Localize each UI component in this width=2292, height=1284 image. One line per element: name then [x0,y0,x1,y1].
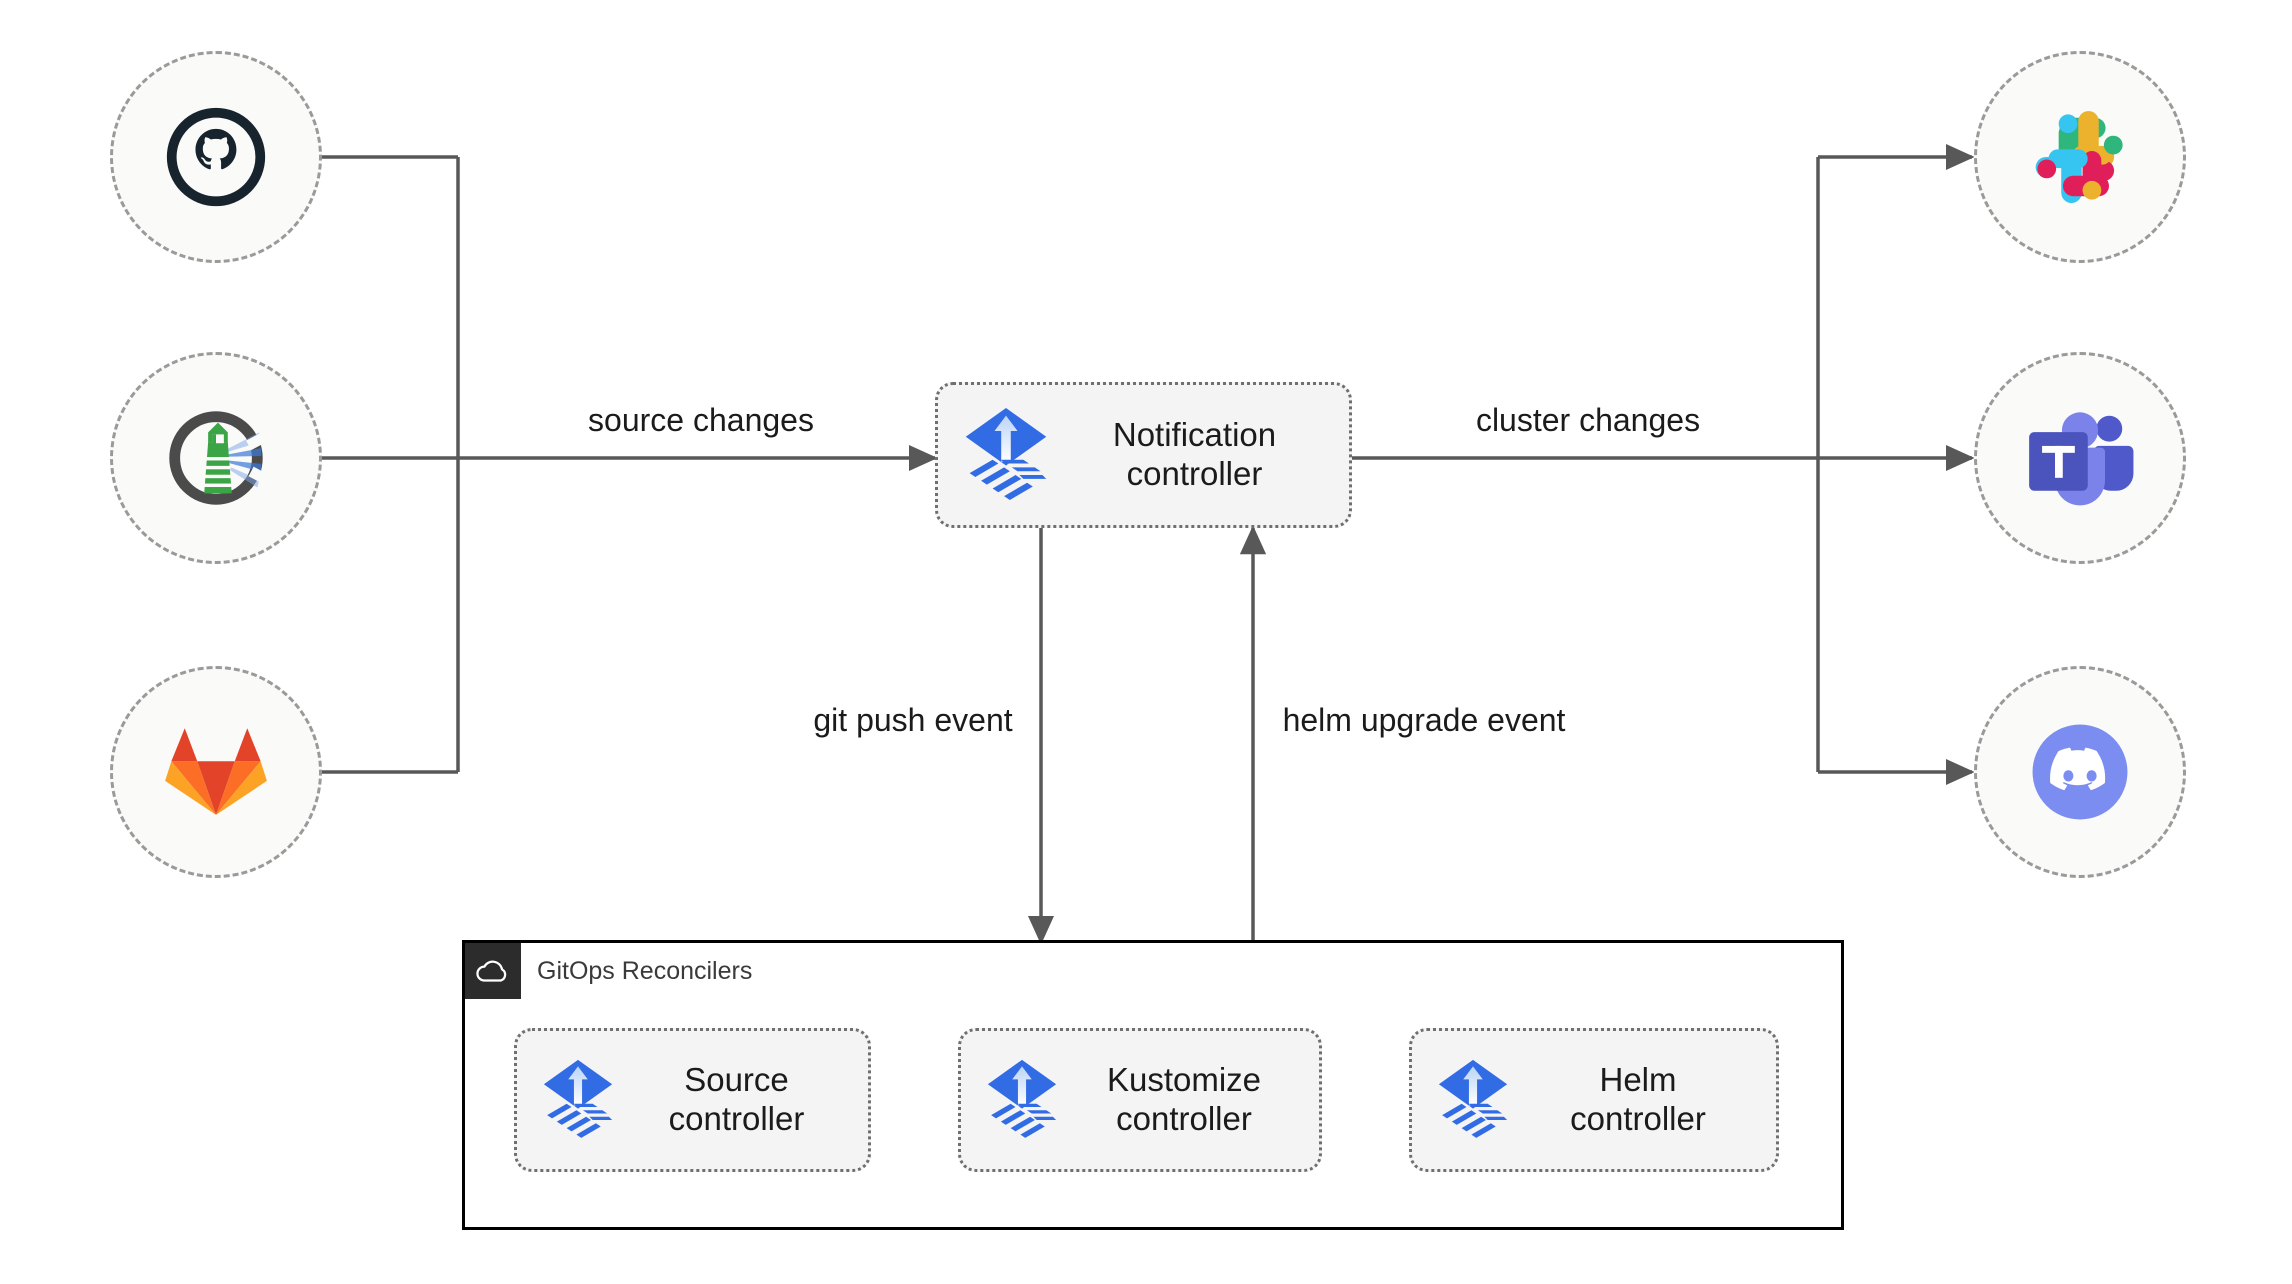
node-label: Kustomize controller [1106,1061,1262,1137]
edge-cluster-changes [1352,143,1975,786]
source-node-gitlab[interactable] [110,666,322,878]
node-label: Notification controller [1112,416,1277,492]
group-title: GitOps Reconcilers [537,956,753,985]
flux-logo-icon [983,1054,1061,1147]
discord-icon [2032,724,2128,820]
github-icon [166,107,266,207]
edge-label-cluster-changes: cluster changes [1475,402,1701,438]
destination-node-teams[interactable] [1974,352,2186,564]
node-source-controller[interactable]: Source controller [514,1028,871,1172]
flux-logo-icon [960,402,1052,509]
node-label: Helm controller [1570,1061,1706,1137]
edge-label-git-push-event: git push event [813,702,1013,738]
flux-lighthouse-icon [169,411,268,505]
node-kustomize-controller[interactable]: Kustomize controller [958,1028,1322,1172]
node-helm-controller[interactable]: Helm controller [1409,1028,1779,1172]
node-notification-controller[interactable]: Notification controller [935,382,1352,528]
gitlab-icon [165,728,267,815]
group-header: GitOps Reconcilers [465,943,752,999]
flux-logo-icon [539,1054,617,1147]
source-node-github[interactable] [110,51,322,263]
destination-node-slack[interactable] [1974,51,2186,263]
slack-icon [2035,110,2123,204]
edge-source-changes [316,155,938,774]
cloud-icon [465,943,521,999]
ms-teams-icon [2029,412,2134,506]
destination-node-discord[interactable] [1974,666,2186,878]
node-label: Source controller [668,1061,805,1137]
edge-label-helm-upgrade-event: helm upgrade event [1282,702,1566,738]
edge-label-source-changes: source changes [588,402,814,438]
source-node-flux[interactable] [110,352,322,564]
flux-logo-icon [1434,1054,1512,1147]
